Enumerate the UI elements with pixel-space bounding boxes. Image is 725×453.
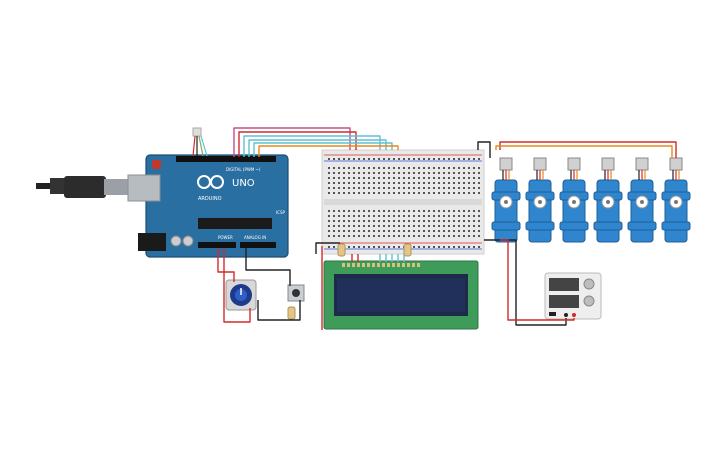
breadboard[interactable] [321, 149, 485, 255]
wire-pot-gnd [257, 300, 301, 321]
usb-cable [36, 176, 128, 198]
analog-header [240, 242, 276, 248]
atmega-chip [198, 218, 272, 229]
wire-button-gnd [245, 248, 291, 286]
wire-pot-red [223, 248, 251, 323]
wire-bb-gnd [315, 242, 340, 254]
icsp-label: ICSP [276, 210, 286, 215]
servo-motor[interactable] [559, 157, 589, 243]
power-header-label: POWER [218, 235, 233, 240]
power-supply[interactable] [544, 272, 602, 320]
servo-motor[interactable] [491, 157, 521, 243]
servo-motor[interactable] [525, 157, 555, 243]
wire-pot-vcc [217, 248, 235, 282]
wire-d-red [238, 131, 357, 157]
lcd-pin-header [342, 263, 420, 267]
servo-motor[interactable] [627, 157, 657, 243]
wire-d-pink [233, 127, 351, 157]
resistor-1 [287, 306, 296, 320]
analog-header-label: ANALOG IN [244, 235, 266, 240]
power-header [198, 242, 236, 248]
push-button[interactable] [287, 284, 305, 302]
wire-d-orange [258, 145, 399, 157]
potentiometer[interactable] [225, 279, 257, 311]
voltage-knob[interactable] [583, 278, 595, 290]
current-knob[interactable] [583, 295, 595, 307]
wire-servo-signal [495, 145, 673, 158]
wire-psu-vcc [500, 239, 575, 321]
wire-servo-gnd [477, 141, 491, 158]
digital-header [176, 156, 276, 162]
wire-d-teal-2 [248, 139, 387, 157]
breadboard-holes [328, 158, 480, 248]
board-logo-text: ARDUINO [198, 196, 222, 202]
resistor-3 [403, 243, 412, 257]
arduino-uno-board[interactable]: UNO ARDUINO DIGITAL (PWM ~) POWER ANALOG… [127, 154, 289, 258]
servo-motor[interactable] [661, 157, 691, 243]
wire-servo-power [499, 141, 677, 158]
lcd-16x2[interactable] [323, 260, 479, 330]
resistor-2 [337, 243, 346, 257]
board-brand: UNO [232, 178, 255, 189]
servo-motor[interactable] [593, 157, 623, 243]
lcd-screen [337, 278, 465, 312]
servo-group [491, 157, 691, 243]
reset-button[interactable] [152, 160, 161, 169]
arduino-logo [197, 175, 224, 189]
digital-header-label: DIGITAL (PWM ~) [226, 167, 261, 172]
wires [217, 127, 677, 330]
rgb-led[interactable] [192, 127, 208, 157]
